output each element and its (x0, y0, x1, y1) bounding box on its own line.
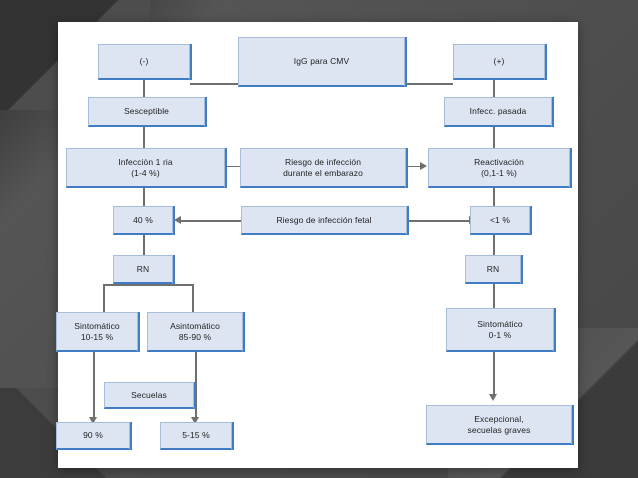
node-sintomatico-right-label: Sintomático 0-1 % (477, 318, 523, 340)
connector-riesgo-fetal-to-menor1 (407, 220, 469, 222)
node-sintomatico-left-label: Sintomático 10-15 % (74, 320, 120, 342)
node-secuelas-label: Secuelas (131, 389, 167, 400)
node-pct-5-15-label: 5-15 % (182, 430, 210, 441)
connector-rn-to-asintomatico (192, 284, 194, 312)
arrow-riesgo-embarazo-right (420, 161, 427, 170)
connector-rn-right-to-sintomatico (493, 284, 495, 308)
node-excepcional-secuelas-graves[interactable]: Excepcional, secuelas graves (426, 405, 572, 445)
connector-riesgo-embarazo-to-reactivacion (406, 165, 420, 167)
connector-neg-to-igg (190, 83, 238, 85)
slide-panel: (-) IgG para CMV (+) Sesceptible Infecc.… (56, 22, 578, 468)
connector-sintomatico-right-to-excepcional (493, 352, 495, 396)
node-infeccion-pasada[interactable]: Infecc. pasada (444, 97, 552, 127)
node-asintomatico[interactable]: Asintomático 85-90 % (147, 312, 243, 352)
node-infeccion-primaria-label: Infecciòn 1 ria (1-4 %) (118, 156, 173, 178)
node-reactivacion-label: Reactivación (0,1-1 %) (474, 156, 524, 178)
connector-sesceptible-to-infeccion (143, 127, 145, 148)
node-riesgo-infeccion-fetal-label: Riesgo de infección fetal (276, 214, 372, 225)
node-igg-para-cmv-label: IgG para CMV (293, 56, 350, 67)
connector-asintomatico-to-5-15 (195, 352, 197, 419)
connector-riesgo-fetal-to-40 (181, 220, 241, 222)
connector-infeccion-to-40 (143, 188, 145, 206)
node-excepcional-secuelas-graves-label: Excepcional, secuelas graves (467, 413, 531, 435)
node-sesceptible[interactable]: Sesceptible (88, 97, 205, 127)
node-pct-menor-1-label: <1 % (489, 214, 510, 225)
arrow-asintomatico-to-5-15 (191, 417, 199, 424)
node-secuelas[interactable]: Secuelas (104, 382, 194, 409)
connector-pos-to-infecc-pasada (493, 80, 495, 97)
node-rn-left-label: RN (136, 263, 150, 274)
connector-reactivacion-to-menor1 (493, 188, 495, 206)
node-pct-menor-1[interactable]: <1 % (470, 206, 530, 235)
node-riesgo-infeccion-embarazo-label: Riesgo de infección durante el embarazo (283, 156, 363, 178)
connector-rn-left-split (103, 284, 193, 286)
connector-igg-to-pos (405, 83, 453, 85)
node-infeccion-primaria[interactable]: Infecciòn 1 ria (1-4 %) (66, 148, 225, 188)
arrow-sintomatico-right-to-excepcional (489, 394, 497, 401)
node-rn-left[interactable]: RN (113, 255, 173, 284)
node-negative-label: (-) (139, 56, 149, 67)
connector-40-to-rn-left (143, 235, 145, 255)
arrow-sintomatico-to-90 (89, 417, 97, 424)
connector-riesgo-embarazo-to-infeccion (225, 165, 240, 167)
node-rn-right-label: RN (486, 263, 500, 274)
node-positive[interactable]: (+) (453, 44, 545, 80)
flowchart-canvas: (-) IgG para CMV (+) Sesceptible Infecc.… (56, 22, 578, 468)
node-sintomatico-right[interactable]: Sintomático 0-1 % (446, 308, 554, 352)
connector-neg-to-sesceptible (143, 80, 145, 97)
node-asintomatico-label: Asintomático 85-90 % (170, 320, 220, 342)
connector-menor1-to-rn-right (493, 235, 495, 255)
node-sesceptible-label: Sesceptible (123, 106, 170, 117)
node-sintomatico-left[interactable]: Sintomático 10-15 % (56, 312, 138, 352)
node-pct-40-label: 40 % (133, 214, 153, 225)
connector-sintomatico-to-90 (93, 352, 95, 419)
node-igg-para-cmv[interactable]: IgG para CMV (238, 37, 405, 87)
connector-infecc-pasada-to-reactivacion (493, 127, 495, 148)
node-pct-90[interactable]: 90 % (56, 422, 130, 450)
node-riesgo-infeccion-embarazo[interactable]: Riesgo de infección durante el embarazo (240, 148, 406, 188)
node-positive-label: (+) (493, 56, 505, 67)
node-reactivacion[interactable]: Reactivación (0,1-1 %) (428, 148, 570, 188)
node-negative[interactable]: (-) (98, 44, 190, 80)
node-pct-5-15[interactable]: 5-15 % (160, 422, 232, 450)
node-infeccion-pasada-label: Infecc. pasada (469, 106, 527, 117)
arrow-riesgo-fetal-left (174, 216, 181, 224)
connector-rn-to-sintomatico (103, 284, 105, 312)
node-pct-40[interactable]: 40 % (113, 206, 173, 235)
node-rn-right[interactable]: RN (465, 255, 521, 284)
node-riesgo-infeccion-fetal[interactable]: Riesgo de infección fetal (241, 206, 407, 235)
node-pct-90-label: 90 % (83, 430, 103, 441)
